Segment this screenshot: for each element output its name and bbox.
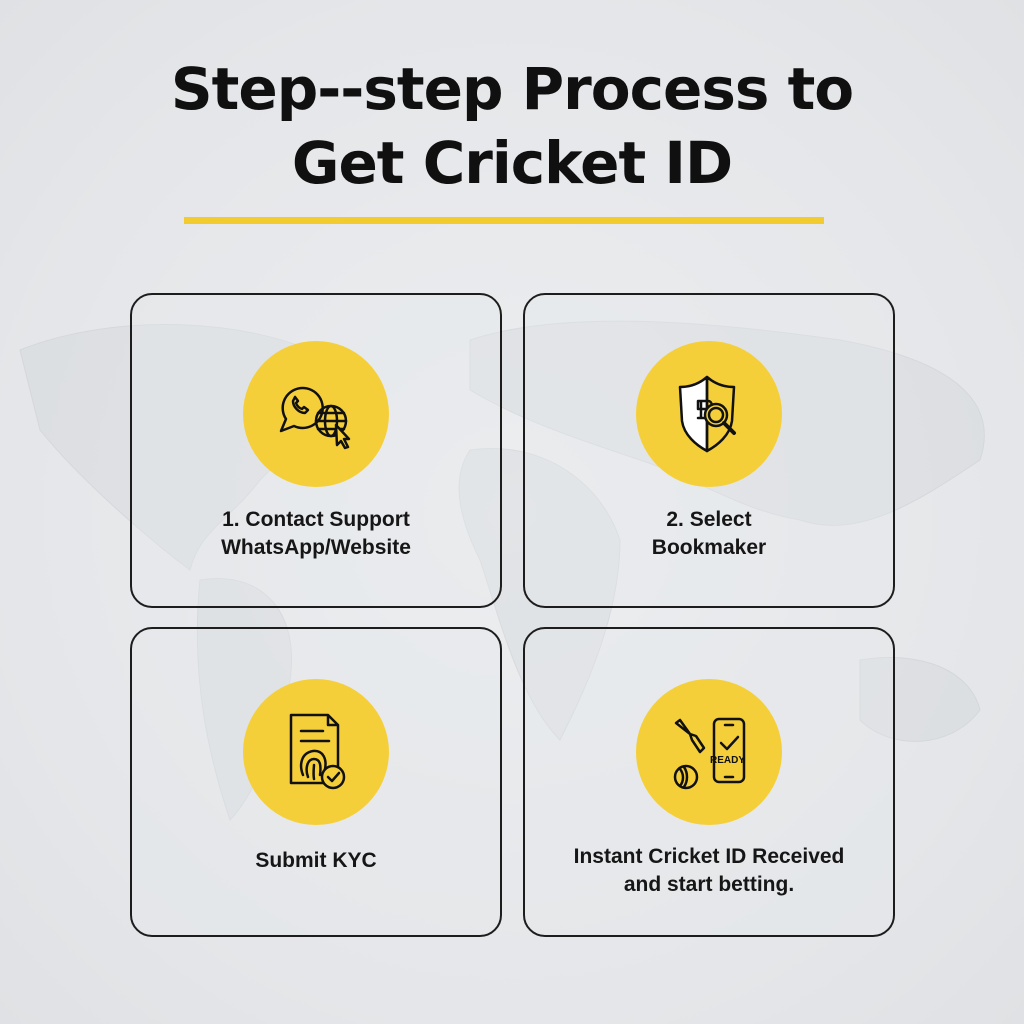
step-card-submit-kyc: Submit KYC	[130, 627, 502, 937]
step-label: Instant Cricket ID Received and start be…	[525, 843, 893, 899]
step-icon-circle	[243, 341, 389, 487]
step-label-line: and start betting.	[623, 873, 795, 896]
page-title: Step--step Process to Get Cricket ID	[0, 52, 1024, 200]
step-card-cricket-id-received: READY Instant Cricket ID Received and st…	[523, 627, 895, 937]
whatsapp-globe-icon	[279, 386, 351, 450]
document-fingerprint-icon	[289, 713, 346, 790]
step-label: 2. Select Bookmaker	[525, 506, 893, 562]
step-label-line: Instant Cricket ID Received	[573, 845, 845, 868]
shield-search-icon	[678, 375, 736, 453]
step-label-line: WhatsApp/Website	[221, 536, 411, 559]
step-card-select-bookmaker: 2. Select Bookmaker	[523, 293, 895, 608]
step-icon-circle	[636, 341, 782, 487]
step-icon-circle	[243, 679, 389, 825]
step-label-line: 1. Contact Support	[222, 508, 410, 531]
step-icon-circle	[636, 679, 782, 825]
title-line-2: Get Cricket ID	[291, 129, 733, 197]
step-card-contact-support: 1. Contact Support WhatsApp/Website	[130, 293, 502, 608]
ready-badge-text: READY	[710, 755, 746, 766]
step-label-line: Bookmaker	[651, 536, 767, 559]
step-label-line: Submit KYC	[255, 849, 377, 872]
title-line-1: Step--step Process to	[170, 55, 854, 123]
step-label-line: 2. Select	[666, 508, 752, 531]
title-underline	[184, 217, 824, 224]
cricket-phone-ready-icon	[673, 717, 746, 790]
step-label: Submit KYC	[132, 847, 500, 875]
step-label: 1. Contact Support WhatsApp/Website	[132, 506, 500, 562]
